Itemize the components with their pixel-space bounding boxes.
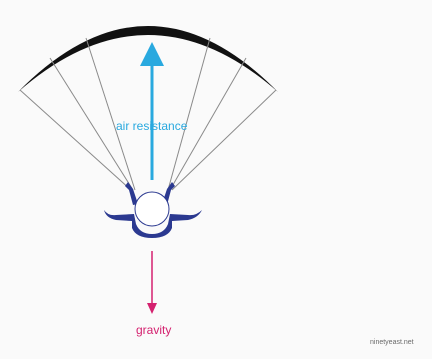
gravity-label: gravity [136,323,171,337]
air-resistance-label: air resistance [116,119,187,133]
source-credit: ninetyeast.net [370,339,414,346]
skydiver-figure [104,182,202,238]
bottom-border [0,359,432,363]
skydiver-left-arm [125,182,138,205]
skydiver-head [135,192,169,226]
gravity-arrow [147,251,157,314]
air-resistance-arrow [140,42,164,180]
